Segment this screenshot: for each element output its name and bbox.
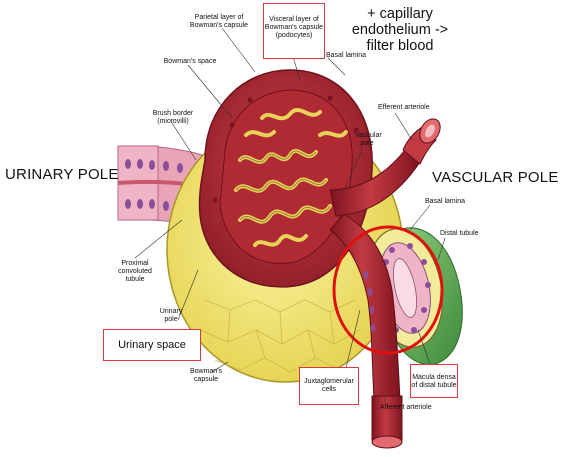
note-line: filter blood xyxy=(366,38,434,55)
label-proximal-tubule: Proximal convoluted tubule xyxy=(112,260,158,283)
label-line: Proximal xyxy=(121,260,149,267)
label-line: tubule xyxy=(125,275,145,283)
label-juxtaglomerular: Juxtaglomerular cells xyxy=(299,367,359,405)
label-line: pole xyxy=(164,315,178,323)
leader-lines xyxy=(134,27,446,404)
label-line: Vascular xyxy=(355,132,382,139)
label-macula-densa: Macula densa of distal tubule xyxy=(410,364,458,398)
label-line: Bowman's capsule xyxy=(264,23,324,31)
label-line: capsule xyxy=(193,375,219,383)
label-line: Brush border xyxy=(152,110,194,117)
label-line: Bowman's xyxy=(189,368,223,375)
vascular-pole-heading: VASCULAR POLE xyxy=(432,169,559,186)
capillary-note: + capillary endothelium -> filter blood xyxy=(340,6,460,55)
label-line: Visceral layer of xyxy=(269,16,319,23)
label-line: Bowman's capsule xyxy=(189,21,249,29)
label-line: convoluted xyxy=(118,267,152,275)
label-line: Urinary xyxy=(159,308,183,315)
label-efferent-arteriole: Efferent arteriole xyxy=(378,104,430,111)
label-visceral-layer: Visceral layer of Bowman's capsule (podo… xyxy=(263,3,325,59)
label-line: pole xyxy=(360,139,374,147)
label-parietal-layer: Parietal layer of Bowman's capsule xyxy=(181,14,257,30)
label-basal-lamina-right: Basal lamina xyxy=(425,198,466,205)
label-line: Macula densa xyxy=(412,374,456,381)
label-afferent-arteriole: Afferent arteriole xyxy=(380,404,432,411)
label-brush-border: Brush border (microvilli) xyxy=(148,110,198,126)
note-line: endothelium -> xyxy=(351,22,449,39)
label-vascular-pole-small: Vascular pole xyxy=(355,132,382,148)
label-distal-tubule: Distal tubule xyxy=(440,230,479,237)
label-urinary-pole-small: Urinary pole xyxy=(156,308,186,324)
urinary-pole-heading: URINARY POLE xyxy=(5,166,119,183)
label-line: Parietal layer of xyxy=(194,14,244,21)
label-line: of distal tubule xyxy=(411,381,457,389)
label-line: cells xyxy=(321,385,336,393)
label-line: Juxtaglomerular xyxy=(304,378,354,385)
efferent-arteriole xyxy=(329,118,441,217)
glomerulus xyxy=(198,69,373,288)
label-line: (podocytes) xyxy=(275,31,313,39)
note-line: + capillary xyxy=(367,6,433,22)
label-line: (microvilli) xyxy=(157,117,189,125)
label-bowmans-space: Bowman's space xyxy=(163,58,217,65)
label-basal-lamina-top: Basal lamina xyxy=(326,52,367,59)
label-urinary-space: Urinary space xyxy=(103,329,201,361)
highlight-circle xyxy=(332,225,444,355)
label-bowmans-capsule: Bowman's capsule xyxy=(186,368,226,384)
